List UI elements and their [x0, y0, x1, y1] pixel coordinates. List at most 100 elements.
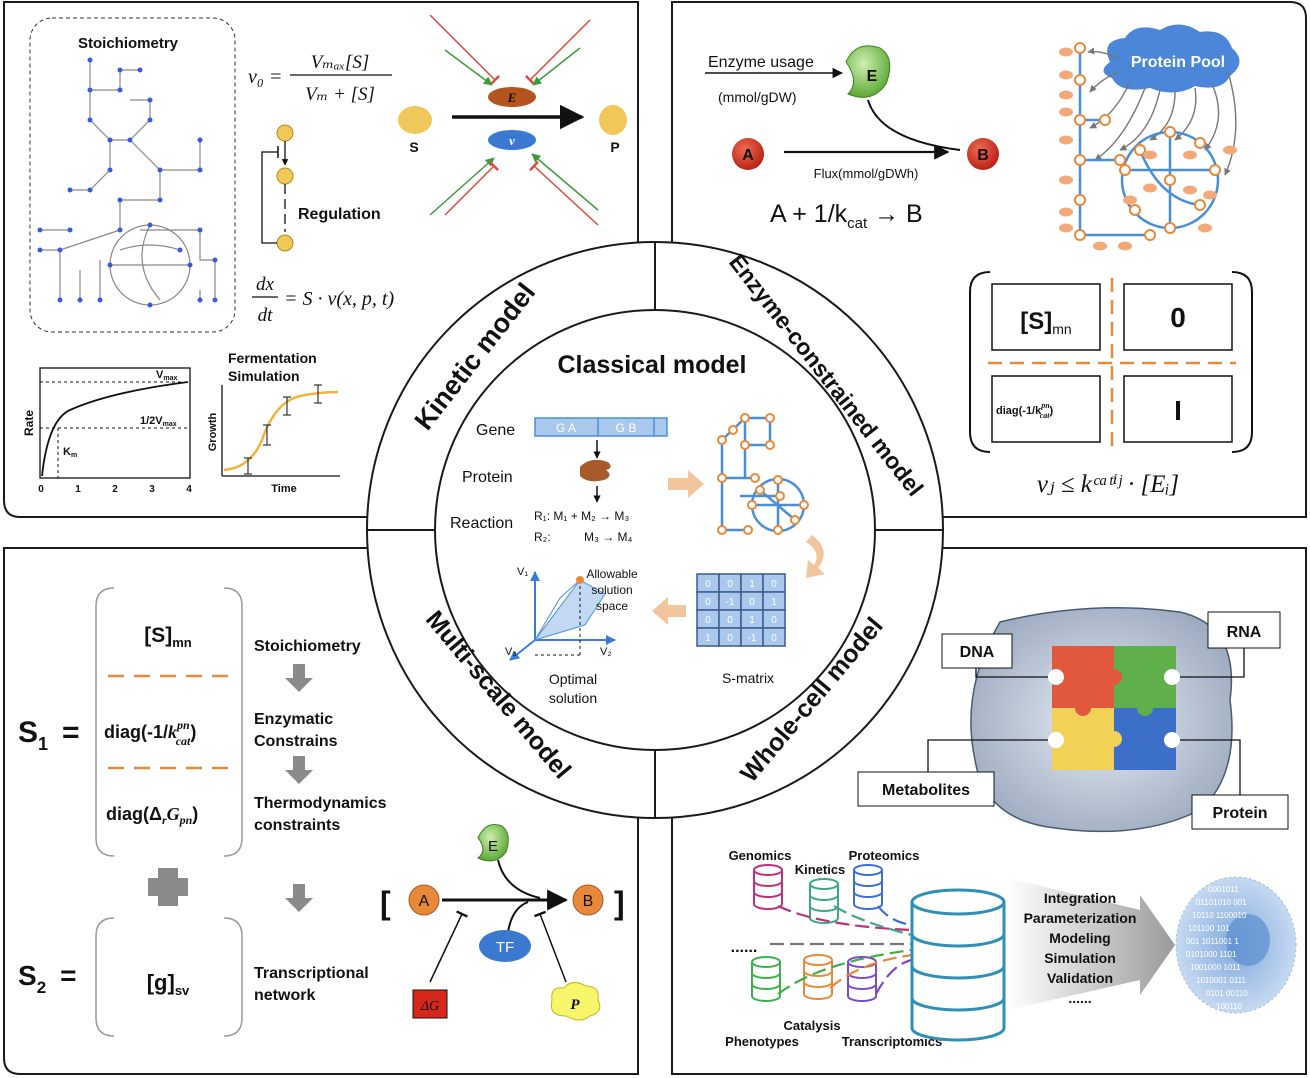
multi-tf	[479, 930, 531, 962]
mm-numerator: Vₘₐₓ[S]	[311, 52, 370, 73]
plus-sign	[148, 868, 188, 906]
stoich-box	[29, 17, 236, 333]
kinetic-panel: Stoichiometry v₀ = Vₘₐₓ[S] Vₘ + [S] Regu…	[22, 14, 627, 495]
protein-pool-label: Protein Pool	[1131, 54, 1225, 71]
svg-text:v: v	[509, 133, 515, 148]
rate-tick-label: 1	[75, 484, 81, 495]
row-smn: [S]mn	[144, 624, 192, 650]
enzyme-network-node	[1134, 144, 1146, 156]
km-label: Km	[63, 446, 77, 459]
ode-num: dx	[256, 274, 275, 295]
smatrix-value: 0	[727, 615, 733, 626]
stoich-nodes	[37, 57, 218, 308]
process-step-label: Parameterization	[1024, 910, 1137, 926]
protein-shape	[580, 459, 611, 482]
kinetics-label: Kinetics	[795, 862, 846, 877]
regulation-label: Regulation	[298, 206, 381, 223]
matrix-identity: I	[1174, 395, 1182, 426]
rate-tick-label: 2	[112, 484, 118, 495]
svg-text:100110: 100110	[1216, 1002, 1243, 1011]
enzyme-network-node	[1164, 222, 1176, 234]
half-vmax-label: 1/2Vmax	[140, 415, 177, 428]
optimal-1: Optimal	[549, 671, 597, 687]
center-title: Classical model	[558, 351, 747, 379]
enzyme-protein-blob	[1093, 241, 1107, 251]
ferm-xlabel: Time	[271, 483, 296, 495]
enzyme-protein-blob	[1143, 183, 1157, 193]
axis-v1: V₁	[517, 566, 528, 578]
enzyme-protein-blobs	[1059, 47, 1237, 251]
p-label: P	[610, 139, 619, 155]
center-hub: Kinetic model Enzyme-constrained model M…	[366, 241, 944, 819]
whole-panel-frame	[671, 547, 1307, 1075]
enzyme-protein-blob	[1059, 70, 1073, 80]
arrow-to-space	[652, 597, 686, 625]
matrix-zero: 0	[1170, 302, 1186, 333]
dna-box	[941, 633, 1013, 669]
s1-label: S1=	[18, 716, 80, 754]
process-step-label: Validation	[1047, 970, 1113, 986]
row-gsv: [g]sv	[147, 970, 190, 998]
svg-text:1010001 0111: 1010001 0111	[1196, 976, 1247, 985]
enzyme-protein-blob	[1203, 190, 1217, 200]
puzzle-connectors	[1048, 669, 1180, 748]
thermo-step-1: Thermodynamics	[254, 795, 387, 812]
smatrix-value: 0	[705, 597, 711, 608]
enzyme-network-node	[1074, 154, 1086, 166]
enzyme-network-node	[1194, 137, 1206, 149]
smatrix-value: -1	[748, 633, 757, 644]
enzyme-protein-blob	[1059, 207, 1073, 217]
enzyme-e-shape	[845, 45, 891, 98]
enzyme-usage-unit: (mmol/gDW)	[718, 89, 797, 105]
gene-ga: G A	[556, 421, 576, 435]
rna-box	[1207, 611, 1281, 649]
enzyme-network-node	[1074, 114, 1086, 126]
smatrix-value: 1	[749, 615, 755, 626]
process-step-label: Modeling	[1049, 930, 1110, 946]
panel-frames	[3, 1, 1307, 1075]
svg-text:0101 00110: 0101 00110	[1206, 989, 1248, 998]
omics-databases	[751, 864, 883, 1002]
fermentation-chart: Fermentation Simulation Growth Time	[207, 350, 340, 495]
protein-label: Protein	[462, 469, 513, 486]
enzyme-network-node	[1164, 126, 1176, 138]
svg-text:B: B	[977, 147, 989, 164]
smatrix-value: 0	[771, 615, 777, 626]
stoich-step: Stoichiometry	[254, 638, 361, 655]
svg-text:Protein: Protein	[1212, 805, 1267, 822]
smatrix-value: 0	[749, 597, 755, 608]
enzyme-panel: Enzyme usage (mmol/gDW) E A B Flux(mmol/…	[705, 24, 1253, 498]
enzyme-protein-blob	[1059, 223, 1073, 233]
svg-text:A: A	[742, 147, 754, 164]
axis-v2: V₂	[600, 646, 612, 658]
svg-text:RNA: RNA	[1227, 624, 1262, 641]
multi-node-b	[572, 884, 604, 916]
vmax-label: Vmax	[156, 369, 177, 382]
smatrix-value: -1	[726, 597, 735, 608]
process-steps: IntegrationParameterizationModelingSimul…	[1024, 890, 1137, 1006]
smatrix-value: 1	[771, 597, 777, 608]
center-network-nodes	[717, 413, 809, 535]
smatrix-value: 0	[727, 633, 733, 644]
enzyme-inequality: vⱼ ≤ kᶜᵃᵗⁱʲ · [Eᵢ]	[1037, 471, 1179, 498]
enzyme-panel-frame	[671, 1, 1307, 518]
mm-lhs: v₀ =	[248, 66, 282, 88]
svg-text:]: ]	[614, 885, 625, 921]
rate-tick-label: 3	[149, 484, 155, 495]
mm-denominator: Vₘ + [S]	[305, 84, 375, 105]
pool-arrows	[1087, 47, 1237, 176]
ode-rhs: = S · v(x, p, t)	[284, 288, 394, 310]
svg-text:101100 101: 101100 101	[1188, 924, 1230, 933]
metabolites-box	[857, 771, 995, 807]
rate-ylabel: Rate	[22, 410, 36, 436]
omics-db	[751, 956, 781, 1002]
catalysis-label: Catalysis	[783, 1018, 840, 1033]
svg-text:Metabolites: Metabolites	[882, 782, 970, 799]
s2-label: S2=	[18, 960, 77, 997]
matrix-s: [S]mn	[1020, 308, 1071, 337]
enzyme-network-nodes	[1074, 42, 1221, 241]
s-matrix-label: S-matrix	[722, 670, 774, 686]
stoich-network	[40, 60, 216, 306]
